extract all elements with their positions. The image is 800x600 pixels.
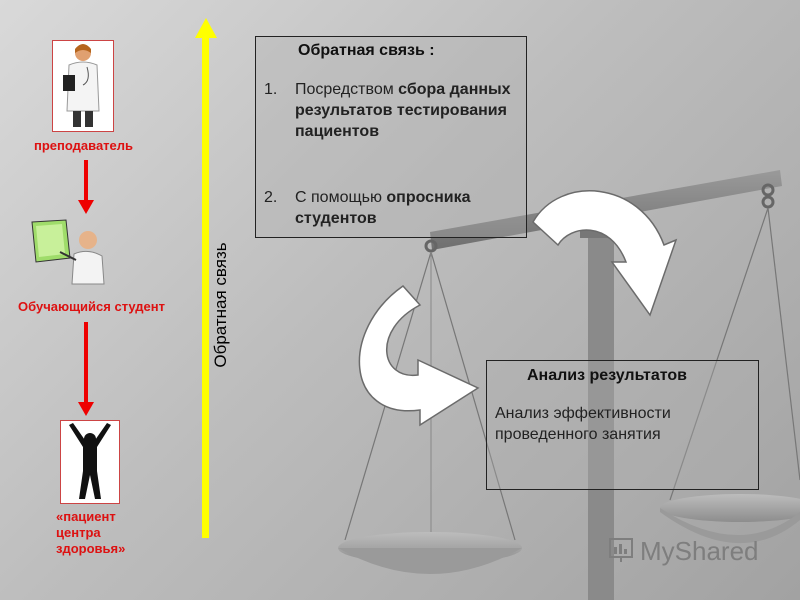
feedback-box-title: Обратная связь : (298, 42, 435, 59)
myshared-watermark: MyShared (640, 536, 759, 566)
feedback-item-2-plain: С помощью (295, 189, 387, 206)
arrow-teacher-to-student (84, 160, 88, 200)
analysis-box: Анализ результатов Анализ эффективности … (486, 360, 759, 490)
analysis-text: Анализ эффективности проведенного заняти… (495, 405, 671, 443)
patient-label-line-1: «пациент (56, 509, 116, 524)
teacher-photo (52, 40, 114, 132)
analysis-box-text: Анализ эффективности проведенного заняти… (495, 403, 745, 445)
analysis-box-title: Анализ результатов (527, 367, 687, 384)
patient-photo (60, 420, 120, 504)
person-silhouette-icon (69, 423, 111, 499)
myshared-logo-icon (609, 538, 633, 562)
feedback-arrow-head (195, 18, 217, 38)
patient-label: «пациент центра здоровья» (56, 509, 125, 557)
arrow-student-to-patient (84, 322, 88, 404)
feedback-item-2-bold: опросника студентов (295, 189, 471, 227)
student-label: Обучающийся студент (18, 299, 165, 314)
student-illustration (30, 218, 110, 290)
doctor-icon (63, 44, 100, 127)
patient-label-line-2: центра (56, 525, 101, 540)
feedback-arrow-shaft (202, 36, 209, 538)
feedback-axis-label: Обратная связь (211, 242, 230, 368)
patient-label-line-3: здоровья» (56, 541, 126, 556)
feedback-box: Обратная связь : 1. Посредством сбора да… (255, 36, 527, 238)
feedback-item-2-number: 2. (264, 189, 278, 206)
feedback-item-1-bold: сбора данных результатов тестирования па… (295, 81, 511, 140)
arrow-head-1 (78, 200, 94, 214)
presenter-icon (31, 219, 105, 285)
teacher-label: преподаватель (34, 138, 134, 153)
arrow-head-2 (78, 402, 94, 416)
feedback-item-1-number: 1. (264, 81, 278, 98)
feedback-item-1-plain: Посредством (295, 81, 399, 98)
